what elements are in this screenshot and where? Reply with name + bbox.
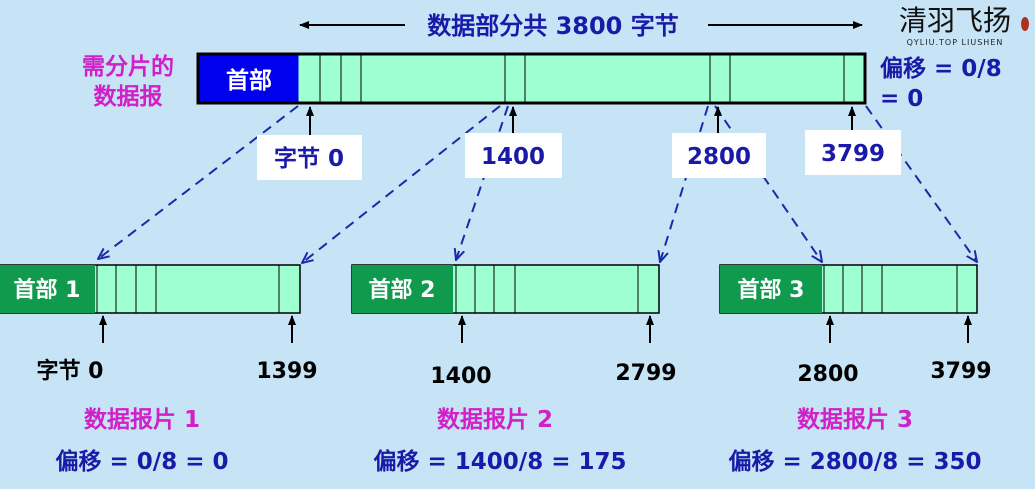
marker-label: 字节 0: [274, 145, 344, 172]
fragment-header: [720, 265, 822, 313]
fragment-start-label: 2800: [797, 362, 858, 387]
watermark: 清羽飞扬 QYLIU.TOP LIUSHEN: [899, 4, 1029, 47]
original-header: [199, 55, 299, 102]
fragment-end-label: 3799: [930, 359, 991, 384]
seal-icon: [1021, 17, 1029, 31]
fragment-title: 数据报片 2: [437, 407, 553, 433]
marker-box-1400: [465, 133, 562, 178]
watermark-sub: QYLIU.TOP LIUSHEN: [907, 38, 1004, 47]
fragment-end-label: 2799: [615, 361, 676, 386]
span-label: 数据部分共 3800 字节: [427, 12, 679, 40]
fragment-3: 首部 3: [719, 264, 978, 314]
fragment-2: 首部 2: [351, 264, 660, 314]
marker-box-2800: [672, 133, 766, 178]
fragment-title: 数据报片 3: [797, 407, 913, 433]
original-offset-line2: = 0: [880, 86, 923, 112]
marker-label: 3799: [821, 141, 885, 167]
fragment-offset: 偏移 = 1400/8 = 175: [374, 448, 627, 475]
marker-label: 1400: [481, 144, 545, 170]
fragment-header-label: 首部 3: [738, 277, 805, 303]
marker-box-0: [257, 135, 362, 180]
original-offset-line1: 偏移 = 0/8: [880, 55, 1002, 82]
marker-box-3799: [805, 130, 901, 175]
fragment-1: 首部 1: [0, 264, 301, 314]
fragment-header: [352, 265, 453, 313]
original-header-label: 首部: [226, 67, 272, 94]
mapping-lines: [98, 105, 977, 263]
fragment-end-label: 1399: [256, 359, 317, 384]
original-datagram: 首部: [196, 52, 867, 105]
fragment-start-label: 1400: [430, 364, 491, 389]
watermark-text: 清羽飞扬: [899, 4, 1011, 37]
fragment-offset: 偏移 = 0/8 = 0: [56, 448, 229, 475]
datagram-label-line1: 需分片的: [82, 53, 174, 80]
fragment-header-label: 首部 1: [14, 277, 81, 303]
fragment-offset: 偏移 = 2800/8 = 350: [729, 448, 982, 475]
fragment-title: 数据报片 1: [84, 407, 200, 433]
datagram-label-line2: 数据报: [94, 84, 163, 110]
fragment-header: [0, 265, 95, 313]
fragment-header-label: 首部 2: [369, 277, 436, 303]
fragment-start-label: 字节 0: [37, 358, 104, 384]
marker-label: 2800: [687, 144, 751, 170]
